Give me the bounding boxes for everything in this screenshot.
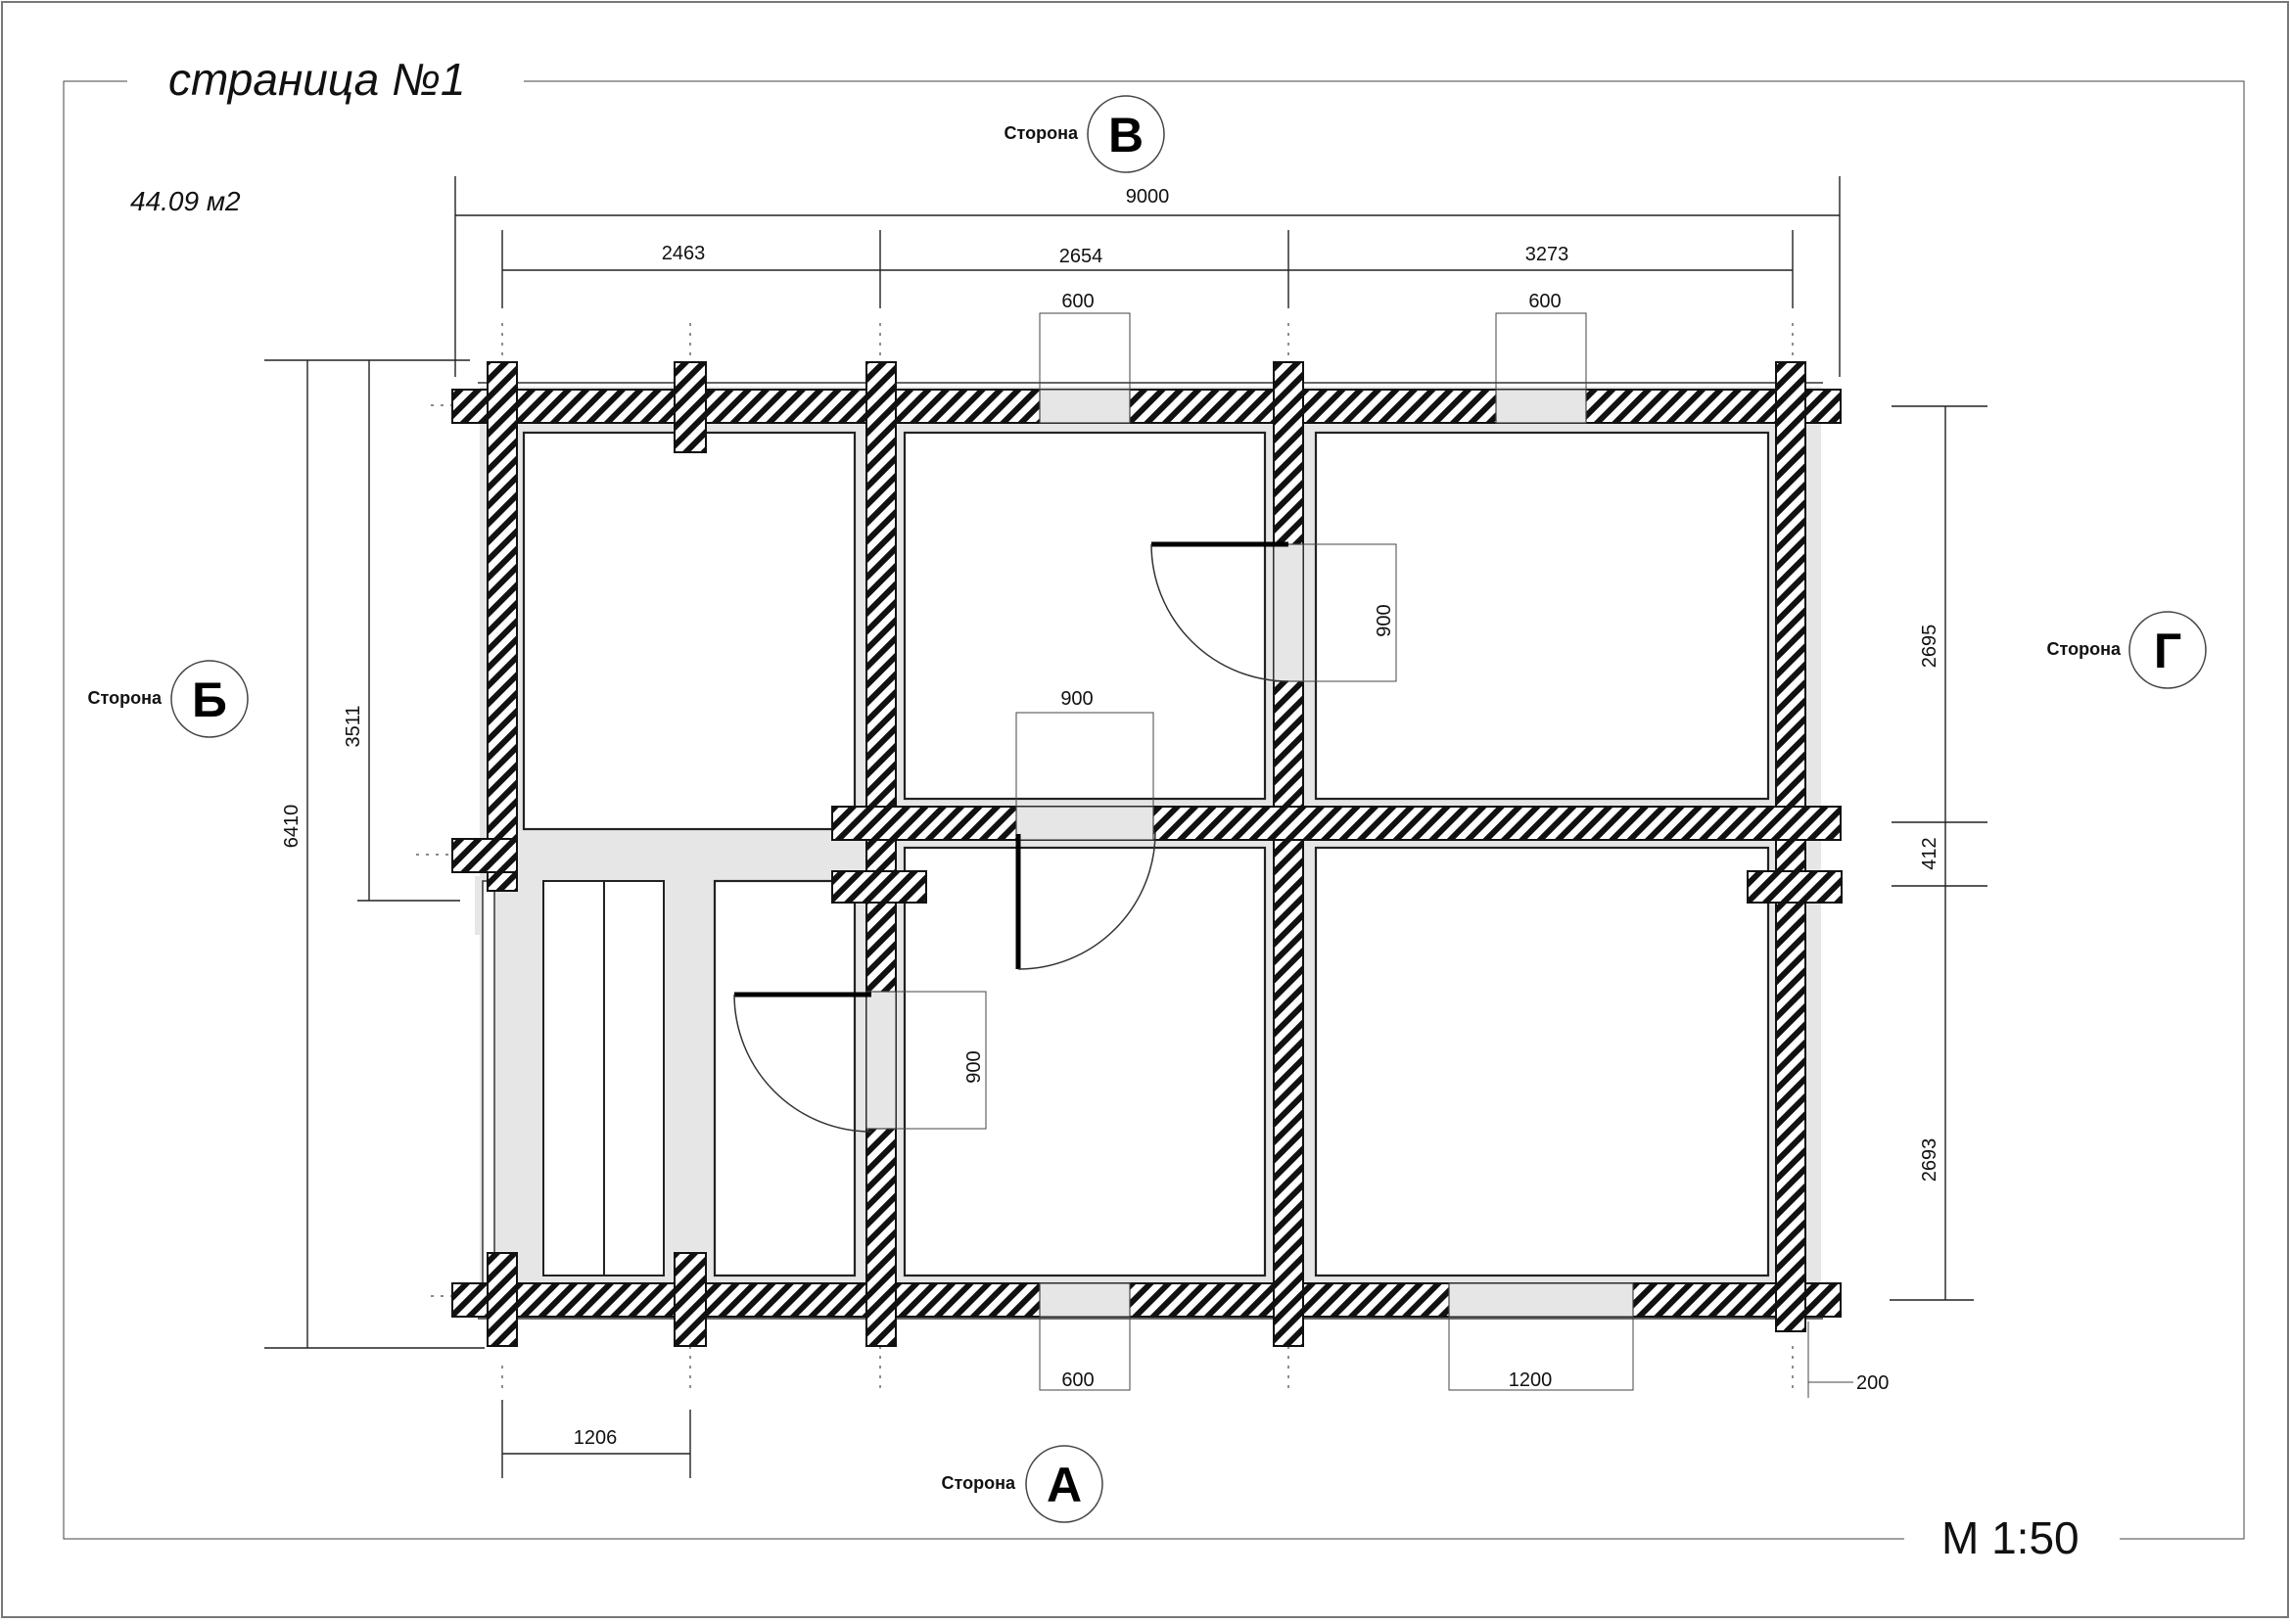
dim-overhang: 200 [1856,1372,1889,1394]
dimension-left-upper: 3511 [343,360,460,902]
dimension-door-left: 900 [896,991,987,1130]
dim-porch-width: 1206 [574,1427,618,1449]
dimension-window-bottom-1: 600 [1039,1317,1131,1391]
dimension-left-total: 6410 [264,359,485,1349]
dim-right-upper: 2695 [1919,625,1940,669]
area-label: 44.09 м2 [130,186,241,216]
porch-edge [482,880,495,1318]
svg-text:600: 600 [1528,291,1561,312]
dimension-window-bottom-2: 1200 [1448,1317,1634,1391]
side-circle [170,660,249,738]
side-marker-left: Сторона Б [88,660,249,738]
scale-label: М 1:50 [1941,1512,2080,1563]
log-walls [451,361,1843,1347]
side-circle [2128,611,2207,689]
dimension-top-chain: 2463 2654 3273 [501,230,1794,308]
dimension-window-top-2: 600 [1495,291,1587,390]
dimension-right-chain: 2695 412 2693 [1890,405,1987,1301]
dimension-door-middle: 900 [1015,688,1154,807]
room-top-left [522,431,857,831]
dim-right-middle: 412 [1919,837,1940,869]
room-bottom-right [1314,846,1770,1277]
side-letter: Б [192,673,227,727]
dim-left-total: 6410 [281,805,303,849]
dimension-top-total: 9000 [454,176,1841,377]
svg-text:600: 600 [1061,1369,1094,1391]
inner-frame [63,80,2245,1540]
room-bottom-middle [903,846,1267,1277]
window-bottom-2 [1448,1282,1634,1318]
side-marker-bottom: Сторона А [942,1445,1103,1523]
side-label: Сторона [942,1473,1016,1493]
dim-total-width: 9000 [1126,186,1170,208]
side-letter: В [1108,108,1144,162]
dimension-window-top-1: 600 [1039,291,1131,390]
room-top-middle [903,431,1267,801]
dimension-door-right: 900 [1303,543,1397,682]
dim-top-segment-3: 3273 [1525,244,1569,265]
dim-right-lower: 2693 [1919,1138,1940,1183]
door-bottom-left [733,992,872,1133]
room-bottom-left-small [713,879,857,1277]
window-top-2 [1495,389,1587,424]
door-opening-middle [1015,806,1154,841]
side-letter: Г [2154,624,2181,678]
window-bottom-1 [1039,1282,1131,1318]
side-label: Сторона [88,688,163,708]
svg-text:900: 900 [1060,688,1093,710]
door-opening-right [1273,543,1304,682]
side-label: Сторона [1005,123,1079,143]
page-title: страница №1 [168,54,465,105]
side-circle [1025,1445,1103,1523]
dimension-porch: 1206 [501,1400,691,1478]
porch-bench [542,880,665,1276]
side-marker-top: Сторона В [1005,95,1165,173]
dim-left-upper: 3511 [343,705,364,747]
svg-text:1200: 1200 [1509,1369,1553,1391]
svg-text:900: 900 [963,1050,985,1083]
door-center [1015,831,1156,970]
side-circle [1087,95,1165,173]
side-marker-right: Сторона Г [2047,611,2207,689]
dim-top-segment-1: 2463 [662,243,706,264]
room-top-right [1314,431,1770,801]
dim-top-segment-2: 2654 [1059,246,1103,267]
window-top-1 [1039,389,1131,424]
side-letter: А [1047,1458,1082,1512]
side-label: Сторона [2047,639,2122,659]
door-opening-left [865,991,897,1130]
door-top-middle [1150,541,1289,682]
svg-text:900: 900 [1374,604,1395,636]
svg-text:600: 600 [1061,291,1094,312]
dimension-overhang: 200 [1807,1322,1889,1398]
